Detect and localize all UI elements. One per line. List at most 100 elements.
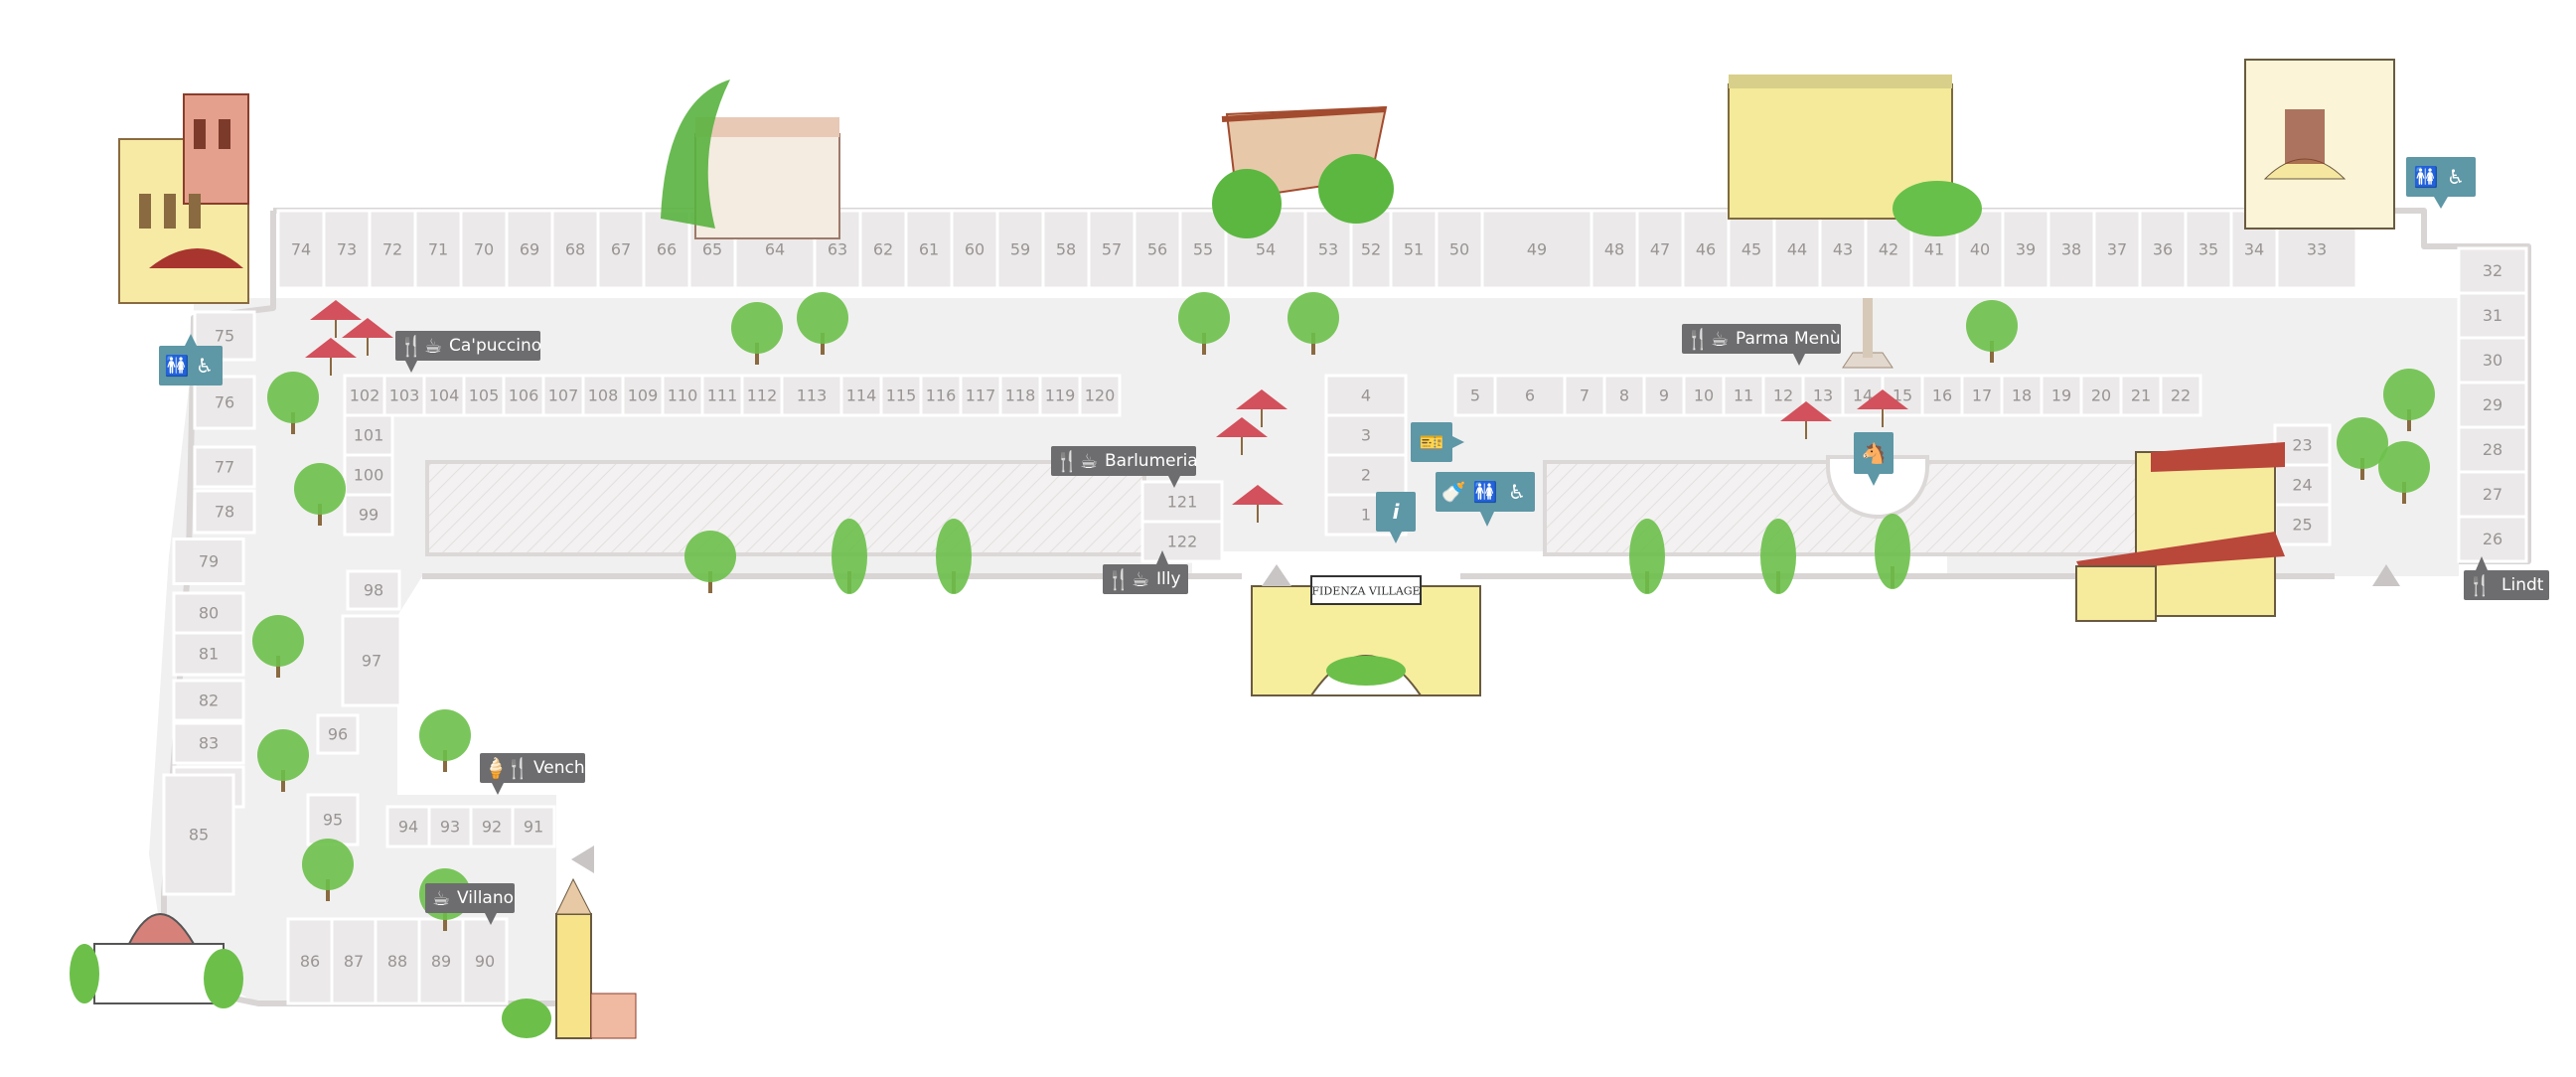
shop-unit-30[interactable]: 30 (2457, 336, 2528, 385)
shop-unit-70[interactable]: 70 (459, 209, 509, 290)
shop-unit-60[interactable]: 60 (950, 209, 999, 290)
shop-unit-103[interactable]: 103 (382, 374, 426, 417)
shop-unit-122[interactable]: 122 (1140, 520, 1224, 563)
parma-menu-pin[interactable]: 🍴 ☕ Parma Menù (1682, 324, 1841, 366)
shop-unit-108[interactable]: 108 (581, 374, 625, 417)
shop-unit-111[interactable]: 111 (700, 374, 744, 417)
shop-unit-90[interactable]: 90 (461, 917, 509, 1005)
shop-unit-82[interactable]: 82 (172, 679, 245, 722)
shop-unit-74[interactable]: 74 (276, 209, 326, 290)
info-pin[interactable]: i (1376, 492, 1416, 543)
shop-unit-77[interactable]: 77 (193, 445, 256, 489)
shop-unit-46[interactable]: 46 (1681, 209, 1731, 290)
shop-unit-6[interactable]: 6 (1493, 374, 1567, 417)
shop-unit-49[interactable]: 49 (1480, 209, 1593, 290)
shop-unit-43[interactable]: 43 (1818, 209, 1868, 290)
shop-unit-9[interactable]: 9 (1642, 374, 1686, 417)
shop-unit-72[interactable]: 72 (368, 209, 417, 290)
shop-unit-86[interactable]: 86 (286, 917, 334, 1005)
barlumeria-pin[interactable]: 🍴 ☕ Barlumeria (1051, 446, 1198, 488)
shop-unit-44[interactable]: 44 (1772, 209, 1822, 290)
shop-unit-106[interactable]: 106 (502, 374, 545, 417)
shop-unit-12[interactable]: 12 (1761, 374, 1805, 417)
shop-unit-114[interactable]: 114 (839, 374, 883, 417)
restroom-pin-right[interactable]: 🚻 ♿ (2406, 157, 2476, 209)
shop-unit-96[interactable]: 96 (316, 713, 360, 755)
shop-unit-119[interactable]: 119 (1038, 374, 1082, 417)
shop-unit-37[interactable]: 37 (2092, 209, 2142, 290)
shop-unit-100[interactable]: 100 (343, 453, 394, 497)
shop-unit-97[interactable]: 97 (341, 614, 402, 707)
shop-unit-80[interactable]: 80 (172, 591, 245, 635)
shop-unit-121[interactable]: 121 (1140, 480, 1224, 524)
kids-ride-pin[interactable]: 🐴 (1854, 432, 1894, 486)
shop-unit-8[interactable]: 8 (1602, 374, 1646, 417)
shop-unit-28[interactable]: 28 (2457, 425, 2528, 474)
shop-unit-88[interactable]: 88 (374, 917, 421, 1005)
shop-unit-17[interactable]: 17 (1960, 374, 2004, 417)
shop-unit-117[interactable]: 117 (959, 374, 1002, 417)
shop-unit-39[interactable]: 39 (2001, 209, 2050, 290)
shop-unit-25[interactable]: 25 (2273, 503, 2332, 546)
shop-unit-94[interactable]: 94 (385, 805, 431, 848)
shop-unit-62[interactable]: 62 (858, 209, 908, 290)
shop-unit-22[interactable]: 22 (2159, 374, 2202, 417)
shop-unit-36[interactable]: 36 (2138, 209, 2188, 290)
shop-unit-105[interactable]: 105 (462, 374, 506, 417)
shop-unit-116[interactable]: 116 (919, 374, 963, 417)
shop-unit-50[interactable]: 50 (1435, 209, 1484, 290)
shop-unit-87[interactable]: 87 (330, 917, 378, 1005)
shop-unit-53[interactable]: 53 (1303, 209, 1353, 290)
shop-unit-26[interactable]: 26 (2457, 515, 2528, 563)
shop-unit-115[interactable]: 115 (879, 374, 923, 417)
shop-unit-29[interactable]: 29 (2457, 381, 2528, 429)
shop-unit-3[interactable]: 3 (1324, 413, 1408, 457)
shop-unit-56[interactable]: 56 (1133, 209, 1182, 290)
shop-unit-99[interactable]: 99 (343, 493, 394, 537)
shop-unit-11[interactable]: 11 (1722, 374, 1765, 417)
shop-unit-10[interactable]: 10 (1682, 374, 1726, 417)
services-pin-center[interactable]: 🍼 🚻 ♿ (1436, 472, 1535, 527)
lindt-pin[interactable]: 🍴 Lindt (2464, 556, 2549, 600)
shop-unit-98[interactable]: 98 (346, 569, 401, 611)
shop-unit-5[interactable]: 5 (1453, 374, 1497, 417)
shop-unit-85[interactable]: 85 (162, 773, 235, 896)
shop-unit-7[interactable]: 7 (1563, 374, 1606, 417)
shop-unit-59[interactable]: 59 (995, 209, 1045, 290)
shop-unit-16[interactable]: 16 (1920, 374, 1964, 417)
ticket-pin[interactable]: 🎫 (1411, 422, 1464, 462)
shop-unit-112[interactable]: 112 (740, 374, 784, 417)
shop-unit-93[interactable]: 93 (427, 805, 473, 848)
shop-unit-4[interactable]: 4 (1324, 374, 1408, 417)
shop-unit-83[interactable]: 83 (172, 721, 245, 765)
shop-unit-31[interactable]: 31 (2457, 291, 2528, 340)
shop-unit-38[interactable]: 38 (2046, 209, 2096, 290)
shop-unit-104[interactable]: 104 (422, 374, 466, 417)
shop-unit-18[interactable]: 18 (2000, 374, 2044, 417)
capuccino-pin[interactable]: 🍴 ☕ Ca'puccino (395, 331, 541, 373)
shop-unit-110[interactable]: 110 (661, 374, 704, 417)
shop-unit-51[interactable]: 51 (1389, 209, 1439, 290)
shop-unit-95[interactable]: 95 (306, 793, 360, 846)
villano-pin[interactable]: ☕ Villano (425, 883, 515, 925)
shop-unit-58[interactable]: 58 (1041, 209, 1091, 290)
shop-unit-35[interactable]: 35 (2184, 209, 2233, 290)
shop-unit-20[interactable]: 20 (2079, 374, 2123, 417)
shop-unit-107[interactable]: 107 (541, 374, 585, 417)
shop-unit-21[interactable]: 21 (2119, 374, 2163, 417)
venchi-pin[interactable]: 🍦 🍴 Venchi (480, 753, 589, 795)
shop-unit-48[interactable]: 48 (1590, 209, 1639, 290)
shop-unit-73[interactable]: 73 (322, 209, 372, 290)
shop-unit-71[interactable]: 71 (413, 209, 463, 290)
shop-unit-109[interactable]: 109 (621, 374, 665, 417)
shop-unit-102[interactable]: 102 (343, 374, 386, 417)
shop-unit-61[interactable]: 61 (904, 209, 954, 290)
shop-unit-101[interactable]: 101 (343, 413, 394, 457)
shop-unit-120[interactable]: 120 (1078, 374, 1122, 417)
shop-unit-47[interactable]: 47 (1635, 209, 1685, 290)
illy-pin[interactable]: 🍴 ☕ Illy (1103, 550, 1188, 594)
restroom-pin-left[interactable]: 🚻 ♿ (159, 334, 223, 385)
shop-unit-24[interactable]: 24 (2273, 463, 2332, 507)
shop-unit-78[interactable]: 78 (193, 489, 256, 535)
shop-unit-32[interactable]: 32 (2457, 246, 2528, 295)
